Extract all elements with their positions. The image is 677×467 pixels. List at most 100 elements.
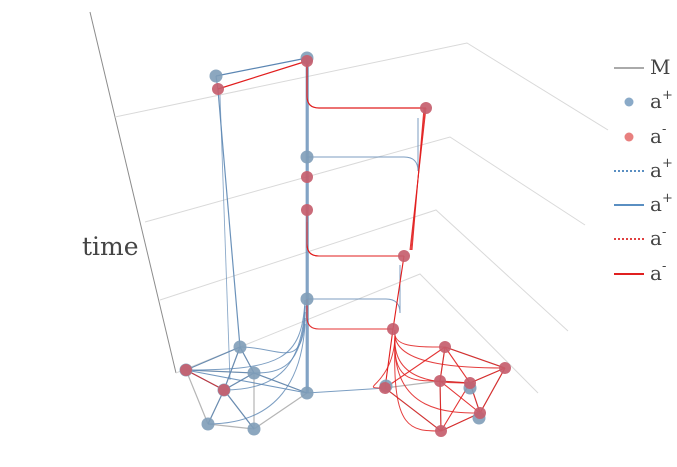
a-plus-edge bbox=[185, 299, 306, 371]
legend-label-base: a bbox=[650, 89, 662, 114]
legend-item-a-minus-solid: a- bbox=[612, 256, 674, 290]
a-minus-node bbox=[387, 323, 399, 335]
legend-item-a-minus-node: a- bbox=[612, 119, 674, 153]
a-plus-node bbox=[247, 366, 261, 380]
legend-line-icon bbox=[614, 204, 644, 207]
a-minus-edge bbox=[394, 329, 446, 348]
legend-line-icon bbox=[614, 67, 644, 69]
legend-label: M bbox=[650, 55, 670, 79]
a-plus-edge bbox=[307, 118, 419, 172]
a-plus-edge bbox=[185, 369, 255, 374]
a-plus-edge bbox=[219, 94, 231, 381]
legend-dot-icon bbox=[624, 97, 634, 107]
a-minus-edge bbox=[439, 380, 481, 414]
a-minus-edge bbox=[394, 333, 441, 382]
legend-item-a-plus-dotted: a+ bbox=[612, 153, 674, 187]
a-plus-edge bbox=[253, 311, 306, 374]
a-minus-node bbox=[180, 364, 192, 376]
a-plus-edge bbox=[239, 317, 306, 354]
a-minus-edge bbox=[444, 346, 471, 384]
a-minus-node bbox=[301, 55, 313, 67]
legend-label: a- bbox=[650, 259, 667, 285]
a-plus-edge bbox=[215, 75, 241, 348]
a-minus-node bbox=[379, 382, 391, 394]
a-minus-edge bbox=[394, 331, 506, 369]
a-minus-edge bbox=[306, 210, 404, 257]
a-minus-edge bbox=[217, 60, 308, 90]
a-minus-node bbox=[301, 171, 313, 183]
time-grid-line bbox=[159, 209, 569, 332]
a-minus-edge bbox=[306, 299, 393, 330]
a-minus-edge bbox=[384, 387, 442, 432]
a-plus-node bbox=[247, 422, 261, 436]
legend-label-sup: + bbox=[661, 87, 673, 103]
m-edges bbox=[185, 346, 506, 432]
a-minus-edge bbox=[306, 61, 426, 109]
legend-label-base: a bbox=[650, 260, 662, 285]
legend-label-base: a bbox=[650, 123, 662, 148]
a-minus-edge bbox=[469, 367, 506, 384]
legend-item-M: M bbox=[612, 50, 674, 84]
time-grid-line bbox=[144, 136, 586, 226]
legend-label-base: M bbox=[650, 55, 671, 79]
legend-item-a-plus-node: a+ bbox=[612, 84, 674, 118]
m-edge bbox=[384, 380, 441, 389]
a-minus-node bbox=[474, 407, 486, 419]
legend-item-a-minus-dotted: a- bbox=[612, 221, 674, 255]
legend-label-sup: - bbox=[661, 259, 667, 275]
a-minus-node bbox=[435, 425, 447, 437]
a-minus-node bbox=[439, 341, 451, 353]
a-minus-edge bbox=[384, 346, 446, 389]
a-minus-edge bbox=[394, 341, 442, 432]
legend-dot-icon bbox=[624, 132, 634, 142]
legend-label-sup: + bbox=[661, 190, 673, 206]
a-minus-edge bbox=[479, 367, 506, 414]
a-plus-node bbox=[300, 150, 314, 164]
legend-item-a-plus-solid: a+ bbox=[612, 187, 674, 221]
a-plus-edge bbox=[223, 305, 306, 391]
a-minus-edge bbox=[306, 222, 404, 257]
time-grid-line bbox=[175, 273, 539, 394]
time-axis-label: time bbox=[82, 232, 139, 261]
legend-label-sup: + bbox=[661, 156, 673, 172]
a-minus-edges bbox=[185, 60, 506, 432]
m-edge bbox=[185, 369, 209, 425]
a-minus-edge bbox=[392, 255, 405, 330]
a-minus-node bbox=[218, 384, 230, 396]
a-minus-node bbox=[499, 362, 511, 374]
a-minus-edge bbox=[411, 107, 425, 251]
legend-line-icon bbox=[614, 272, 644, 275]
legend-label-sup: - bbox=[661, 224, 667, 240]
legend-label: a- bbox=[650, 224, 667, 251]
a-plus-edge bbox=[306, 387, 386, 394]
m-edge bbox=[253, 392, 308, 430]
legend-label-base: a bbox=[650, 157, 662, 182]
a-plus-node bbox=[300, 292, 314, 306]
time-grid-line bbox=[114, 42, 609, 131]
a-plus-edge bbox=[207, 323, 306, 425]
legend-label-base: a bbox=[650, 226, 662, 251]
a-minus-node bbox=[301, 204, 313, 216]
legend-label: a+ bbox=[650, 190, 673, 217]
a-plus-edge bbox=[185, 346, 241, 371]
legend-marker bbox=[624, 132, 634, 142]
a-plus-edge bbox=[307, 265, 401, 314]
a-minus-node bbox=[434, 375, 446, 387]
a-minus-edge bbox=[384, 328, 394, 389]
m-edge bbox=[207, 423, 255, 430]
a-plus-edge bbox=[253, 372, 308, 394]
legend-line-icon bbox=[614, 238, 644, 241]
a-plus-edge bbox=[185, 369, 308, 394]
a-plus-edge bbox=[215, 57, 308, 77]
a-minus-edge bbox=[444, 346, 506, 369]
time-grid bbox=[89, 11, 609, 394]
a-plus-node bbox=[209, 69, 223, 83]
a-minus-nodes bbox=[180, 55, 511, 437]
a-minus-edge bbox=[439, 380, 442, 432]
a-minus-edge bbox=[372, 337, 396, 389]
a-plus-edges bbox=[185, 57, 419, 430]
a-minus-node bbox=[420, 102, 432, 114]
